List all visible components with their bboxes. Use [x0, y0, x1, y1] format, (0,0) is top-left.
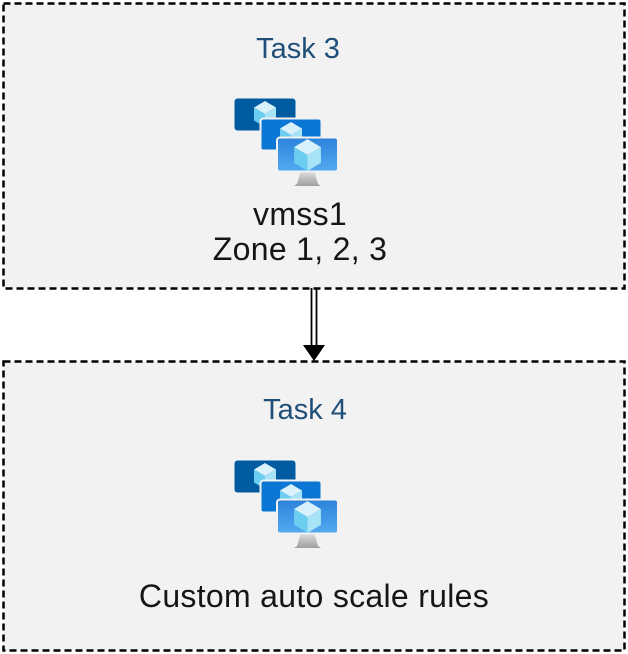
vm-scale-sets-icon	[234, 460, 338, 550]
task4-title: Task 4	[263, 394, 347, 426]
down-arrow	[303, 288, 325, 361]
vm-scale-sets-icon	[234, 98, 338, 188]
zones-label: Zone 1, 2, 3	[212, 231, 388, 267]
vmss-name-label: vmss1	[253, 196, 347, 232]
task3-title: Task 3	[256, 33, 340, 65]
arrow-head	[303, 345, 325, 361]
autoscale-rules-label: Custom auto scale rules	[138, 578, 490, 614]
